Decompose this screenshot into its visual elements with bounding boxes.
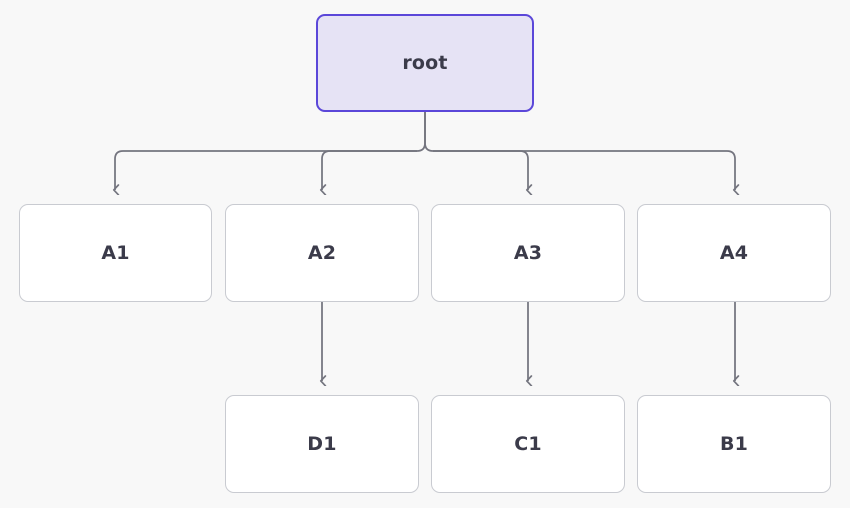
edge-root-stem-right [424, 112, 434, 152]
node-b1[interactable]: B1 [637, 395, 831, 493]
node-b1-label: B1 [719, 432, 749, 455]
node-c1-label: C1 [514, 432, 542, 455]
node-root[interactable]: root [316, 14, 534, 112]
node-a2-label: A2 [307, 241, 337, 264]
node-a1-label: A1 [101, 241, 130, 264]
node-c1[interactable]: C1 [431, 395, 625, 493]
node-a4-label: A4 [719, 241, 749, 264]
node-a4[interactable]: A4 [637, 204, 831, 302]
edge-root-A3 [433, 150, 528, 190]
node-a2[interactable]: A2 [225, 204, 419, 302]
node-a3-label: A3 [513, 241, 543, 264]
edge-root-A1 [115, 150, 417, 190]
node-a1[interactable]: A1 [19, 204, 212, 302]
node-d1[interactable]: D1 [225, 395, 419, 493]
node-a3[interactable]: A3 [431, 204, 625, 302]
node-root-label: root [402, 51, 448, 74]
edge-root-A4 [433, 150, 735, 190]
edge-root-stem [416, 112, 426, 152]
edge-root-A2 [322, 150, 417, 190]
node-d1-label: D1 [307, 432, 337, 455]
